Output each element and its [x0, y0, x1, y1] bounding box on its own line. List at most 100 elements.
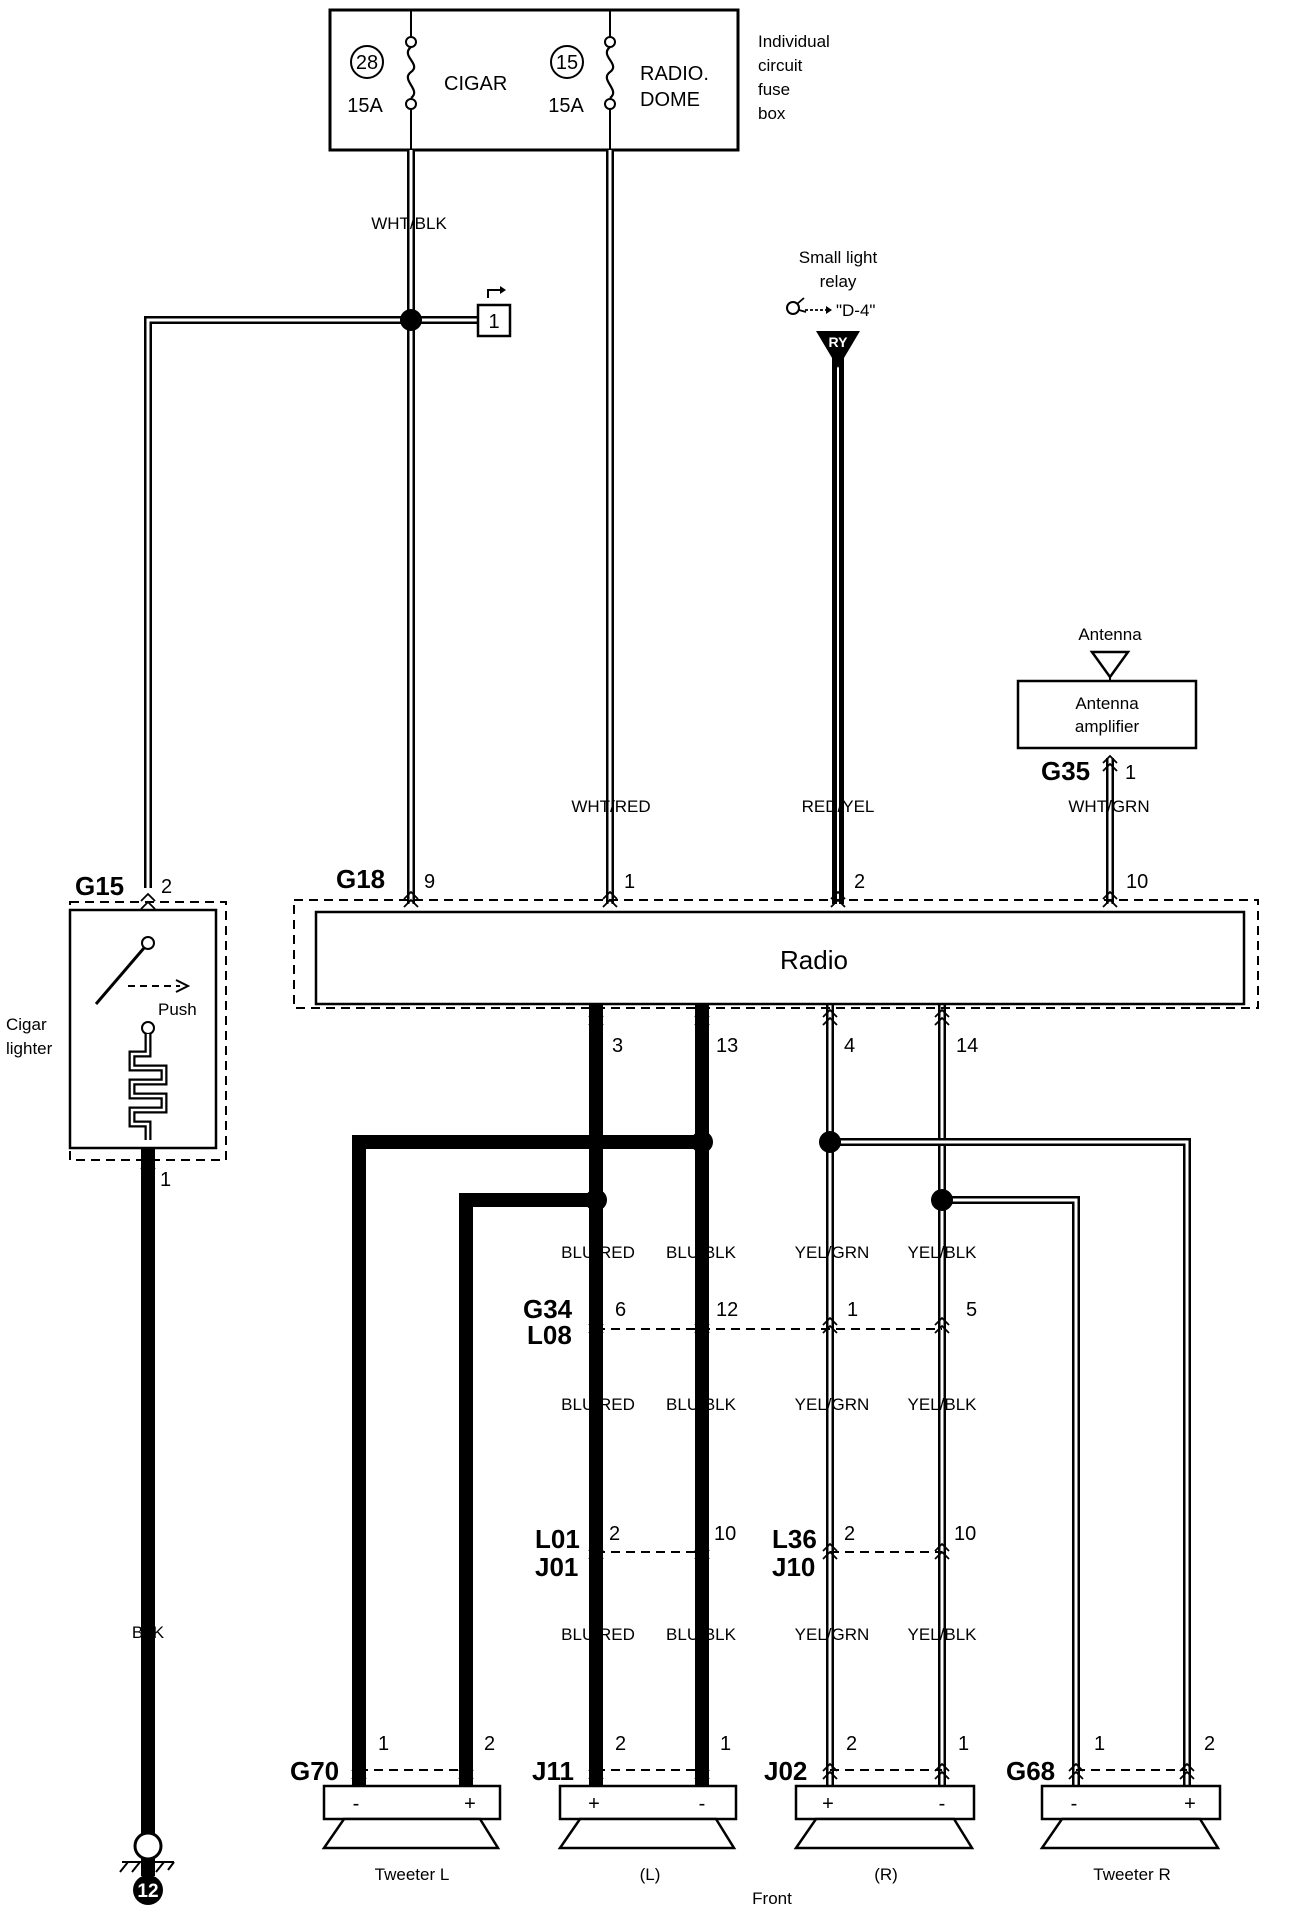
svg-text:Antenna: Antenna [1075, 694, 1139, 713]
svg-text:2: 2 [844, 1523, 855, 1545]
svg-text:circuit: circuit [758, 56, 803, 75]
thick-wires [141, 352, 844, 1876]
splice-points [400, 309, 953, 1211]
thin-wires [144, 150, 1191, 1786]
svg-text:G68: G68 [1006, 1756, 1055, 1786]
svg-text:1: 1 [720, 1733, 731, 1755]
svg-text:fuse: fuse [758, 80, 790, 99]
svg-text:L08: L08 [527, 1320, 572, 1350]
svg-text:15A: 15A [347, 95, 383, 117]
svg-text:2: 2 [161, 876, 172, 898]
svg-text:Tweeter R: Tweeter R [1093, 1865, 1170, 1884]
svg-text:J02: J02 [764, 1756, 807, 1786]
svg-text:2: 2 [484, 1733, 495, 1755]
svg-text:Tweeter L: Tweeter L [375, 1865, 450, 1884]
svg-text:12: 12 [137, 1881, 158, 1902]
svg-text:lighter: lighter [6, 1039, 53, 1058]
speaker-tweeter-l: G70 1 2 - + Tweeter L [290, 1733, 502, 1884]
svg-text:-: - [699, 1793, 706, 1815]
antenna-amplifier: Antenna amplifier [1016, 679, 1198, 750]
cigar-lighter: Push [68, 901, 227, 1161]
svg-text:YEL/GRN: YEL/GRN [795, 1625, 870, 1644]
svg-text:YEL/GRN: YEL/GRN [795, 1395, 870, 1414]
svg-text:+: + [822, 1793, 834, 1815]
svg-text:4: 4 [844, 1035, 855, 1057]
svg-text:1: 1 [1125, 762, 1136, 784]
svg-text:5: 5 [966, 1299, 977, 1321]
svg-text:1: 1 [847, 1299, 858, 1321]
svg-text:YEL/GRN: YEL/GRN [795, 1243, 870, 1262]
svg-text:BLU/RED: BLU/RED [561, 1625, 635, 1644]
wire-label-red-yel: RED/YEL [802, 797, 875, 816]
svg-text:relay: relay [820, 272, 857, 291]
svg-text:-: - [939, 1793, 946, 1815]
svg-text:BLU/BLK: BLU/BLK [666, 1625, 737, 1644]
svg-text:Antenna: Antenna [1078, 625, 1142, 644]
svg-text:1: 1 [624, 871, 635, 893]
fuse-cigar: 28 15A CIGAR [347, 10, 507, 150]
svg-text:Small light: Small light [799, 248, 878, 267]
front-label: Front [752, 1889, 792, 1908]
svg-text:BLU/BLK: BLU/BLK [666, 1395, 737, 1414]
svg-text:1: 1 [1094, 1733, 1105, 1755]
connector-l01-j01: L01 J01 2 10 [535, 1523, 736, 1582]
svg-text:YEL/BLK: YEL/BLK [908, 1243, 978, 1262]
svg-text:2: 2 [609, 1523, 620, 1545]
svg-text:RADIO.: RADIO. [640, 63, 709, 85]
radio: Radio [293, 899, 1259, 1009]
speaker-front-r: J02 2 1 + - (R) [764, 1733, 976, 1884]
svg-text:Individual: Individual [758, 32, 830, 51]
svg-text:1: 1 [488, 311, 499, 333]
svg-text:+: + [1184, 1793, 1196, 1815]
svg-text:-: - [1071, 1793, 1078, 1815]
wire-label-blk: BLK [132, 1623, 165, 1642]
cigar-lighter-label: Cigar [6, 1015, 47, 1034]
connector-l36-j10: L36 J10 2 10 [772, 1523, 976, 1582]
connector-g18: G18 [336, 864, 385, 894]
small-light-relay: Small light relay "D-4" RY [786, 248, 878, 368]
svg-text:10: 10 [714, 1523, 736, 1545]
svg-text:Radio: Radio [780, 945, 848, 975]
fuse-radio-dome: 15 15A RADIO. DOME [548, 10, 709, 150]
connector-g35: G35 [1041, 756, 1090, 786]
svg-text:2: 2 [615, 1733, 626, 1755]
svg-text:6: 6 [615, 1299, 626, 1321]
svg-text:DOME: DOME [640, 89, 700, 111]
jumper-1: 1 [476, 286, 512, 338]
ground-icon: 12 [119, 1831, 175, 1905]
svg-text:13: 13 [716, 1035, 738, 1057]
svg-text:2: 2 [854, 871, 865, 893]
reference-icon [786, 297, 832, 315]
wire-label-wht-grn: WHT/GRN [1068, 797, 1149, 816]
svg-text:28: 28 [356, 52, 378, 74]
svg-text:L36: L36 [772, 1524, 817, 1554]
connector-g34-l08: G34 L08 6 12 1 5 [523, 1294, 977, 1350]
connector-g15: G15 [75, 871, 124, 901]
svg-text:-: - [353, 1793, 360, 1815]
svg-text:G34: G34 [523, 1294, 573, 1324]
svg-text:2: 2 [846, 1733, 857, 1755]
svg-text:2: 2 [1204, 1733, 1215, 1755]
svg-text:+: + [464, 1793, 476, 1815]
svg-text:BLU/BLK: BLU/BLK [666, 1243, 737, 1262]
svg-text:J10: J10 [772, 1552, 815, 1582]
svg-text:10: 10 [954, 1523, 976, 1545]
svg-text:(L): (L) [640, 1865, 661, 1884]
svg-text:box: box [758, 104, 786, 123]
speaker-tweeter-r: G68 1 2 - + Tweeter R [1006, 1733, 1222, 1884]
svg-text:Push: Push [158, 1000, 197, 1019]
svg-text:YEL/BLK: YEL/BLK [908, 1625, 978, 1644]
antenna: Antenna [1078, 625, 1142, 681]
svg-text:G70: G70 [290, 1756, 339, 1786]
svg-text:14: 14 [956, 1035, 978, 1057]
svg-text:RY: RY [829, 334, 849, 350]
svg-text:9: 9 [424, 871, 435, 893]
svg-text:(R): (R) [874, 1865, 898, 1884]
svg-text:1: 1 [160, 1169, 171, 1191]
svg-text:J11: J11 [532, 1756, 574, 1786]
svg-text:+: + [588, 1793, 600, 1815]
svg-text:15A: 15A [548, 95, 584, 117]
svg-text:15: 15 [556, 52, 578, 74]
svg-text:1: 1 [958, 1733, 969, 1755]
